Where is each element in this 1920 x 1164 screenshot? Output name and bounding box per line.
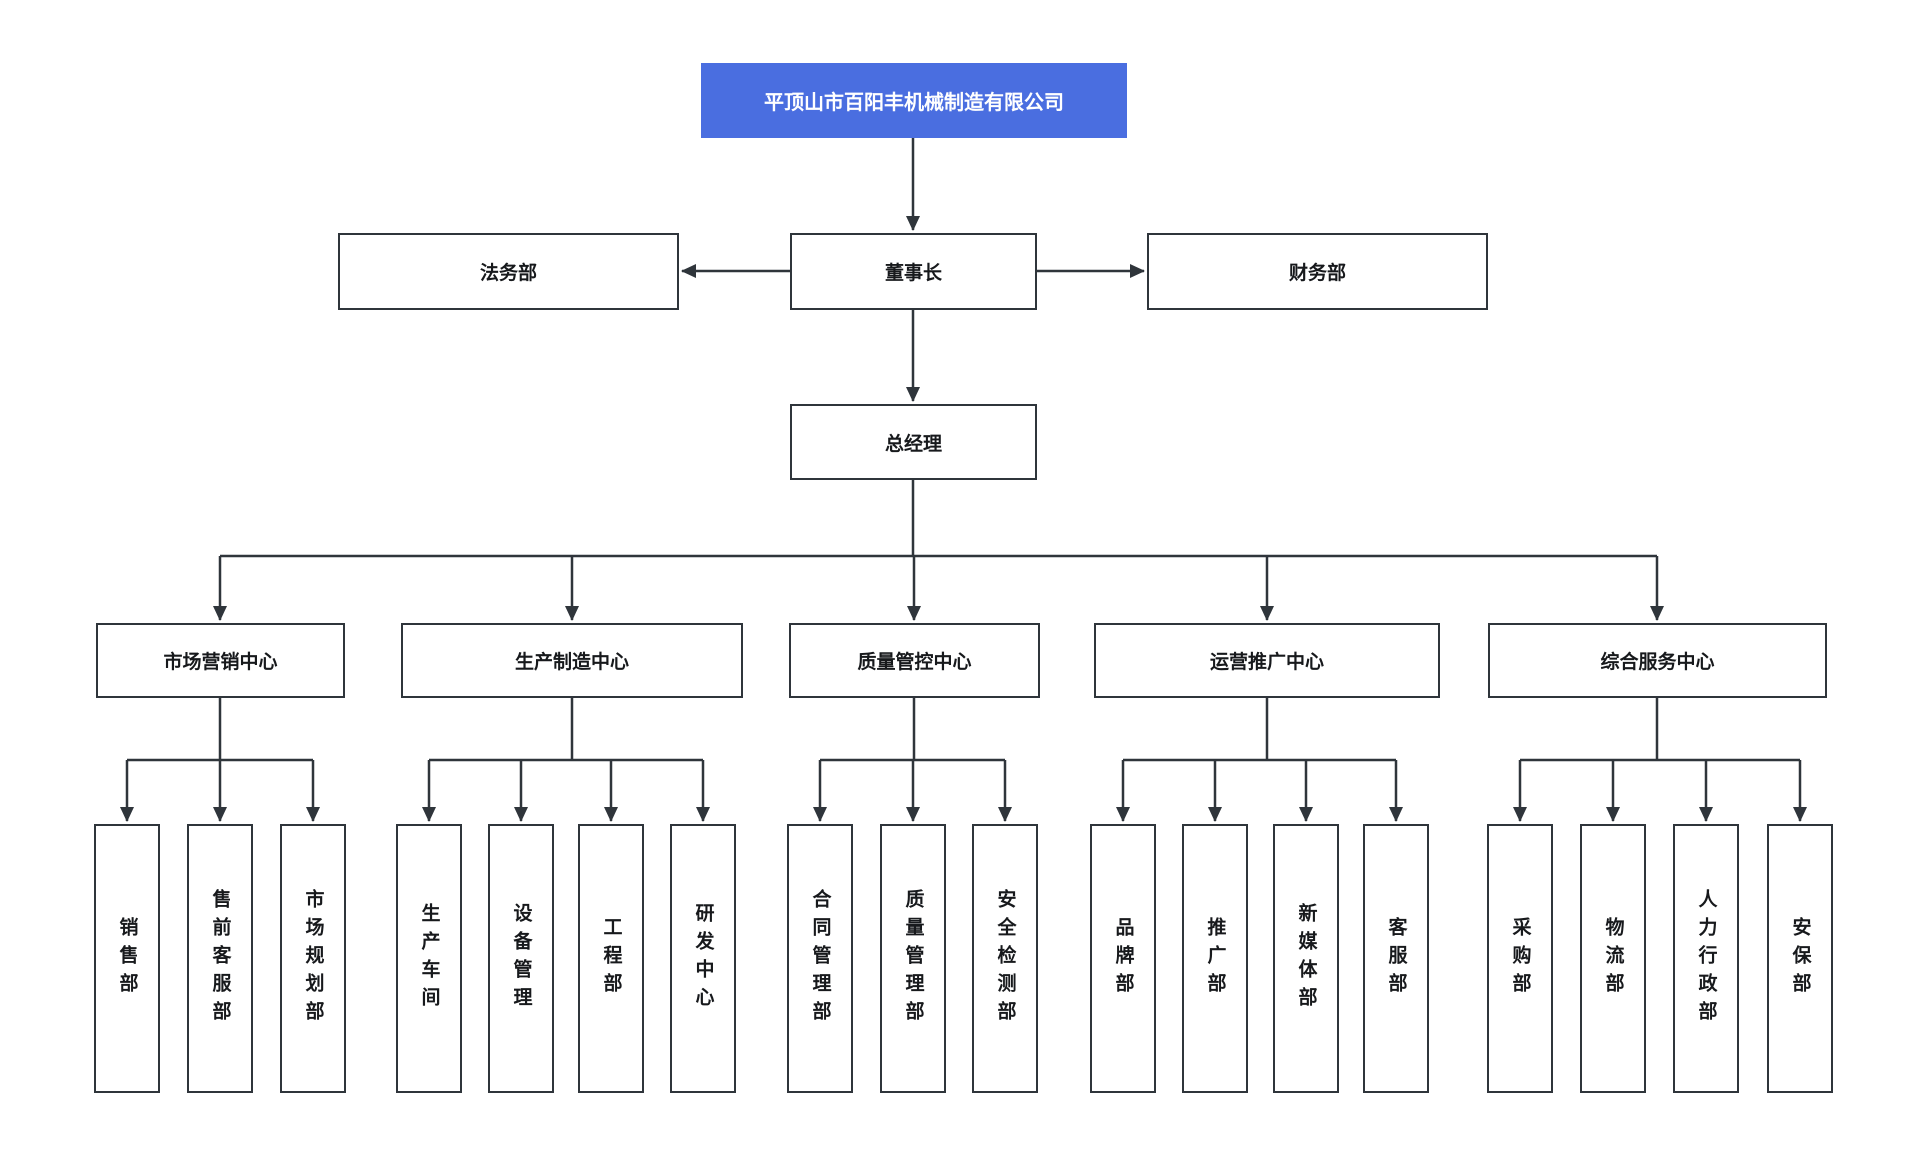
org-node-dept-logistics: 物流部 bbox=[1580, 824, 1646, 1093]
org-node-center-services: 综合服务中心 bbox=[1488, 623, 1827, 698]
org-node-dept-procurement: 采购部 bbox=[1487, 824, 1553, 1093]
org-node-dept-safety-inspection: 安全检测部 bbox=[972, 824, 1038, 1093]
org-node-dept-market-planning: 市场规划部 bbox=[280, 824, 346, 1093]
org-node-center-quality: 质量管控中心 bbox=[789, 623, 1040, 698]
org-node-center-production: 生产制造中心 bbox=[401, 623, 743, 698]
org-node-dept-equipment-management: 设备管理 bbox=[488, 824, 554, 1093]
org-node-chairman: 董事长 bbox=[790, 233, 1037, 310]
org-node-dept-sales: 销售部 bbox=[94, 824, 160, 1093]
org-node-dept-contract-management: 合同管理部 bbox=[787, 824, 853, 1093]
org-node-finance-dept: 财务部 bbox=[1147, 233, 1488, 310]
org-node-center-marketing: 市场营销中心 bbox=[96, 623, 345, 698]
org-node-dept-promotion: 推广部 bbox=[1182, 824, 1248, 1093]
org-node-dept-production-workshop: 生产车间 bbox=[396, 824, 462, 1093]
org-node-dept-new-media: 新媒体部 bbox=[1273, 824, 1339, 1093]
org-node-dept-hr-admin: 人力行政部 bbox=[1673, 824, 1739, 1093]
org-node-dept-rnd-center: 研发中心 bbox=[670, 824, 736, 1093]
org-node-legal-dept: 法务部 bbox=[338, 233, 679, 310]
org-node-dept-customer-service: 客服部 bbox=[1363, 824, 1429, 1093]
org-node-company: 平顶山市百阳丰机械制造有限公司 bbox=[701, 63, 1127, 138]
org-node-dept-quality-management: 质量管理部 bbox=[880, 824, 946, 1093]
org-node-center-operations: 运营推广中心 bbox=[1094, 623, 1440, 698]
org-node-general-manager: 总经理 bbox=[790, 404, 1037, 480]
org-node-dept-engineering: 工程部 bbox=[578, 824, 644, 1093]
org-node-dept-presales-service: 售前客服部 bbox=[187, 824, 253, 1093]
org-node-dept-brand: 品牌部 bbox=[1090, 824, 1156, 1093]
org-node-dept-security: 安保部 bbox=[1767, 824, 1833, 1093]
